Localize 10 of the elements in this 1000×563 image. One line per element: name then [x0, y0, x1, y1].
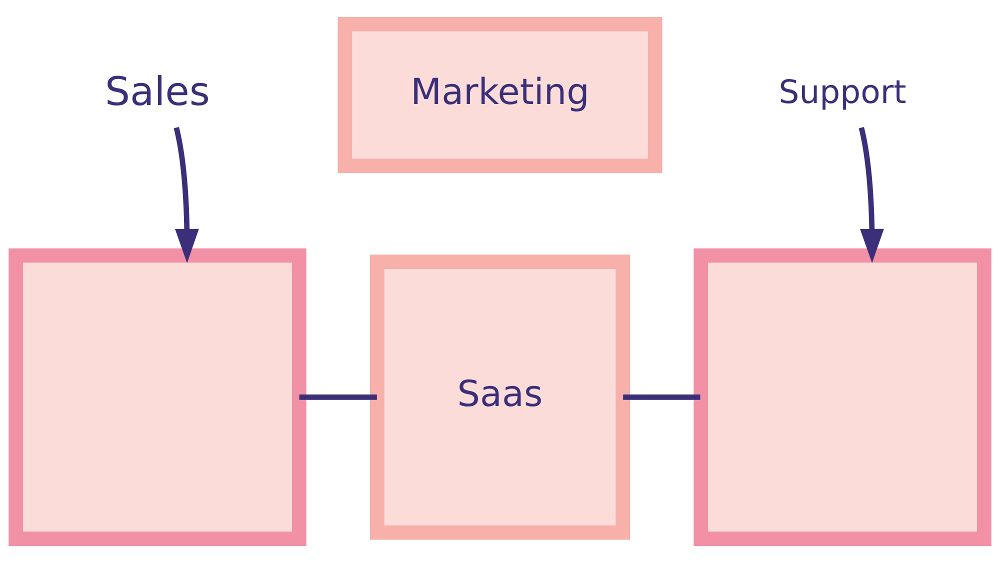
node-text: Support [778, 72, 906, 111]
node-box [694, 248, 992, 546]
node-box [8, 248, 306, 546]
connector [623, 394, 700, 400]
arrow [174, 127, 199, 264]
node-text: Sales [105, 69, 210, 116]
arrow [858, 127, 884, 264]
node-box: Saas [370, 254, 630, 540]
node-box: Marketing [338, 17, 662, 173]
connector [299, 394, 377, 400]
